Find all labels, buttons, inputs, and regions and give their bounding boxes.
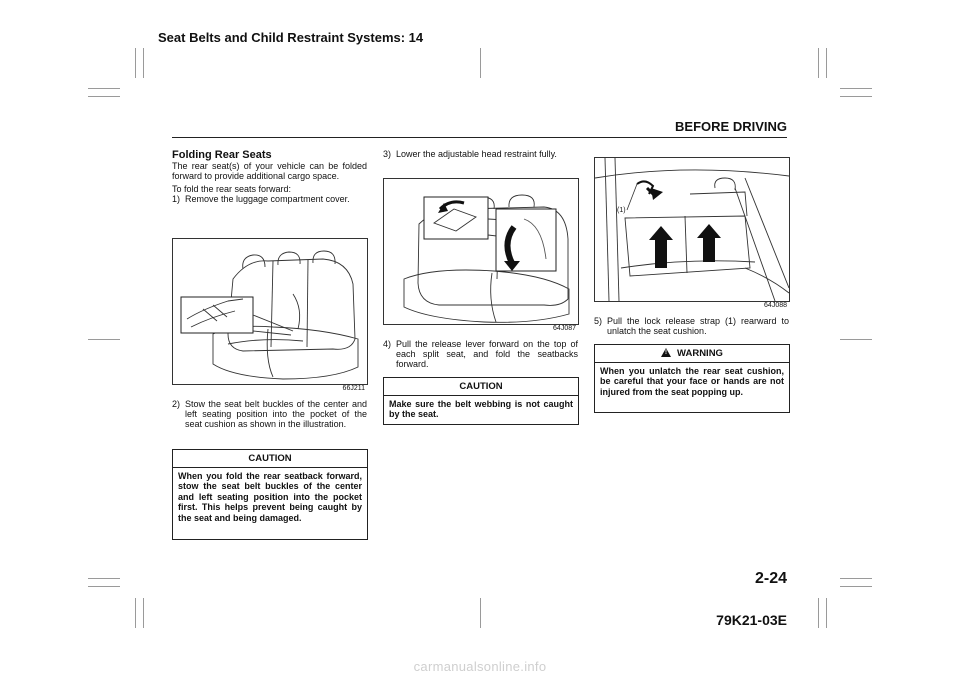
figure-lock-release-strap: (1) (594, 157, 790, 302)
lead-paragraph: To fold the rear seats forward: (172, 184, 292, 194)
figure-code: 64J087 (553, 325, 576, 332)
warning-icon: ! (661, 348, 672, 357)
step-text: Pull the release lever forward on the to… (396, 339, 578, 369)
column-3-lower: 5) Pull the lock release strap (1) rearw… (594, 316, 789, 336)
figure-code: 64J088 (764, 302, 787, 309)
step-number: 3) (383, 149, 392, 159)
step-3: 3) Lower the adjustable head restraint f… (383, 149, 578, 159)
step-number: 2) (172, 399, 181, 409)
step-1: 1) Remove the luggage compartment cover. (172, 194, 367, 204)
document-code: 79K21-03E (716, 612, 787, 628)
warning-box: ! WARNING When you unlatch the rear seat … (594, 344, 790, 413)
chapter-header: Seat Belts and Child Restraint Systems: … (158, 30, 424, 45)
warning-text: When you unlatch the rear seat cushion, … (600, 366, 784, 397)
watermark: carmanualsonline.info (413, 659, 547, 674)
callout-label: (1) (617, 207, 626, 214)
caution-text: When you fold the rear seatback forward,… (178, 471, 362, 523)
caution-title: CAUTION (173, 450, 367, 468)
page-number: 2-24 (754, 570, 787, 587)
header-rule (172, 137, 787, 138)
figure-head-restraint (383, 178, 579, 325)
step-number: 4) (383, 339, 392, 349)
caution-text: Make sure the belt webbing is not caught… (389, 399, 573, 420)
column-2: 3) Lower the adjustable head restraint f… (383, 149, 578, 159)
step-text: Pull the lock release strap (1) rearward… (607, 316, 789, 336)
caution-box: CAUTION Make sure the belt webbing is no… (383, 377, 579, 425)
step-text: Remove the luggage compartment cover. (185, 194, 350, 204)
column-1: Folding Rear Seats The rear seat(s) of y… (172, 149, 367, 204)
section-title: Folding Rear Seats (172, 149, 272, 161)
step-5: 5) Pull the lock release strap (1) rearw… (594, 316, 789, 336)
step-2: 2) Stow the seat belt buckles of the cen… (172, 399, 367, 429)
figure-code: 66J211 (342, 385, 365, 392)
step-4: 4) Pull the release lever forward on the… (383, 339, 578, 369)
column-1-lower: 2) Stow the seat belt buckles of the cen… (172, 397, 367, 429)
step-number: 1) (172, 194, 181, 204)
figure-rear-seat-buckles (172, 238, 368, 385)
step-text: Stow the seat belt buckles of the center… (185, 399, 367, 429)
step-number: 5) (594, 316, 603, 326)
warning-title: WARNING (677, 348, 723, 359)
caution-box: CAUTION When you fold the rear seatback … (172, 449, 368, 540)
warning-header: ! WARNING (595, 345, 789, 363)
column-2-lower: 4) Pull the release lever forward on the… (383, 337, 578, 369)
intro-paragraph: The rear seat(s) of your vehicle can be … (172, 161, 367, 181)
caution-title: CAUTION (384, 378, 578, 396)
step-text: Lower the adjustable head restraint full… (396, 149, 557, 159)
section-header: BEFORE DRIVING (675, 119, 787, 134)
